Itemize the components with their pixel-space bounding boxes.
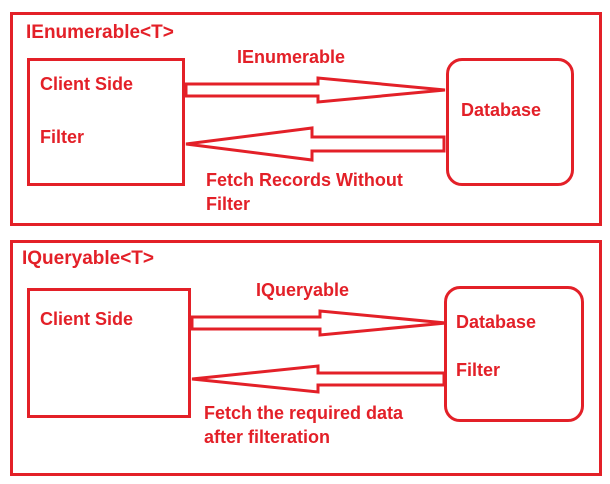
iqueryable-panel-title: IQueryable<T>	[22, 248, 155, 269]
top-client-filter-label: Filter	[40, 127, 85, 147]
iqueryable-panel	[10, 240, 602, 476]
ienumerable-panel-title: IEnumerable<T>	[26, 22, 174, 43]
bottom-response-label-line1: Fetch the required data	[204, 403, 404, 423]
top-database-box	[446, 58, 574, 186]
bottom-database-label: Database	[456, 312, 537, 332]
bottom-database-filter-label: Filter	[456, 360, 501, 380]
bottom-database-box	[444, 286, 584, 422]
bottom-response-label-line2: after filteration	[204, 427, 331, 447]
bottom-client-label: Client Side	[40, 309, 134, 329]
top-client-label: Client Side	[40, 74, 134, 94]
bottom-client-box	[27, 288, 191, 418]
top-database-label: Database	[461, 100, 542, 120]
bottom-request-label: IQueryable	[256, 280, 350, 300]
ienumerable-panel	[10, 12, 602, 226]
top-client-box	[27, 58, 185, 186]
top-request-label: IEnumerable	[237, 47, 346, 67]
top-response-label-line2: Filter	[206, 194, 251, 214]
top-response-label-line1: Fetch Records Without	[206, 170, 403, 190]
